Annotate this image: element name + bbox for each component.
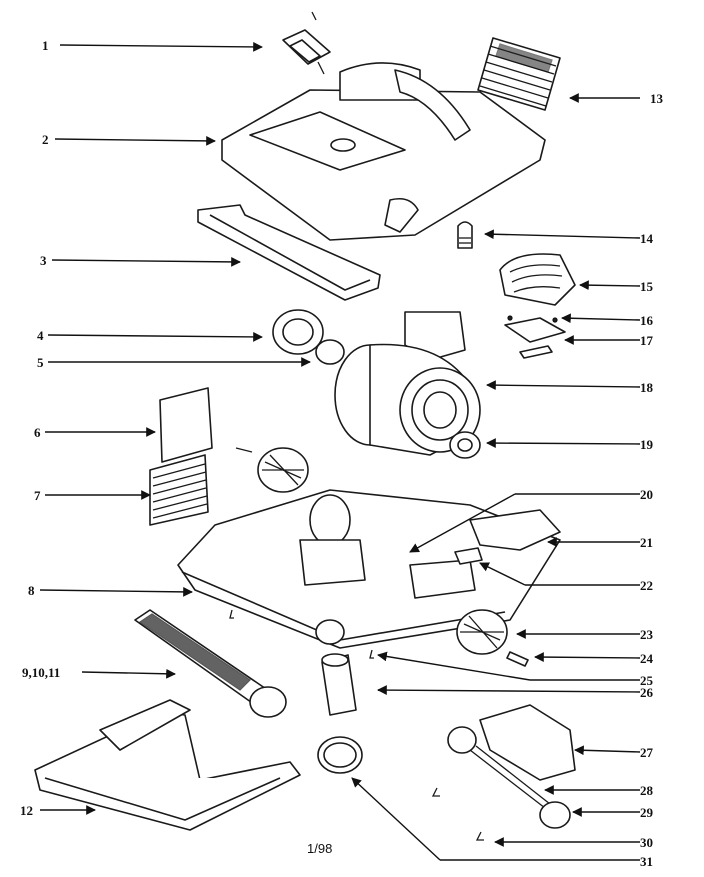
part-13-filter-grill — [477, 37, 561, 111]
part-19-fan — [449, 431, 481, 459]
callout-5: 5 — [37, 355, 44, 370]
part-4-seal-ring — [272, 309, 324, 355]
callout-15: 15 — [640, 279, 654, 294]
part-5-gasket — [315, 339, 345, 365]
part-31-belt — [317, 736, 363, 774]
callout-9-10-11: 9,10,11 — [22, 665, 60, 680]
callout-16: 16 — [640, 313, 654, 328]
part-small-clips — [229, 609, 484, 841]
part-24-axle — [506, 651, 529, 667]
callout-22: 22 — [640, 578, 653, 593]
callout-8: 8 — [28, 583, 35, 598]
part-2-hood-cover — [221, 62, 546, 241]
callout-30: 30 — [640, 835, 653, 850]
callout-31: 31 — [640, 854, 653, 869]
callout-2: 2 — [42, 132, 49, 147]
part-8-base — [177, 489, 561, 649]
callout-6: 6 — [34, 425, 41, 440]
part-12-bottom-plate — [34, 699, 301, 831]
callout-labels: 1 2 3 4 5 6 7 8 9,10,11 12 13 14 15 16 1… — [20, 38, 664, 869]
callout-28: 28 — [640, 783, 654, 798]
part-18-motor — [334, 311, 481, 456]
part-6-foam-filter — [159, 387, 213, 463]
callout-29: 29 — [640, 805, 654, 820]
part-9-brushroll — [134, 609, 287, 718]
part-3-bumper — [197, 204, 381, 301]
part-23-rear-wheel — [456, 609, 508, 655]
callout-21: 21 — [640, 535, 653, 550]
callout-27: 27 — [640, 745, 654, 760]
callout-4: 4 — [37, 328, 44, 343]
page-number: 1/98 — [307, 841, 332, 856]
part-1-small-latch — [282, 11, 331, 75]
callout-18: 18 — [640, 380, 654, 395]
part-wheel-upper — [235, 447, 309, 493]
callout-14: 14 — [640, 231, 654, 246]
callout-23: 23 — [640, 627, 654, 642]
callout-20: 20 — [640, 487, 653, 502]
callout-3: 3 — [40, 253, 47, 268]
part-25-26-nozzle — [321, 653, 357, 716]
part-16-17-socket — [504, 315, 566, 359]
callout-7: 7 — [34, 488, 41, 503]
part-15-lens — [499, 253, 576, 306]
callout-12: 12 — [20, 803, 33, 818]
part-27-29-handle-assembly — [447, 704, 576, 829]
callout-24: 24 — [640, 651, 654, 666]
callout-17: 17 — [640, 333, 654, 348]
part-7-pleated-filter — [149, 454, 209, 526]
callout-1: 1 — [42, 38, 49, 53]
callout-25: 25 — [640, 673, 654, 688]
part-21-22-latch — [454, 509, 561, 565]
part-14-bulb — [457, 221, 473, 249]
callout-19: 19 — [640, 437, 654, 452]
callout-26: 26 — [640, 685, 654, 700]
callout-13: 13 — [650, 91, 664, 106]
leader-lines — [39, 42, 641, 861]
